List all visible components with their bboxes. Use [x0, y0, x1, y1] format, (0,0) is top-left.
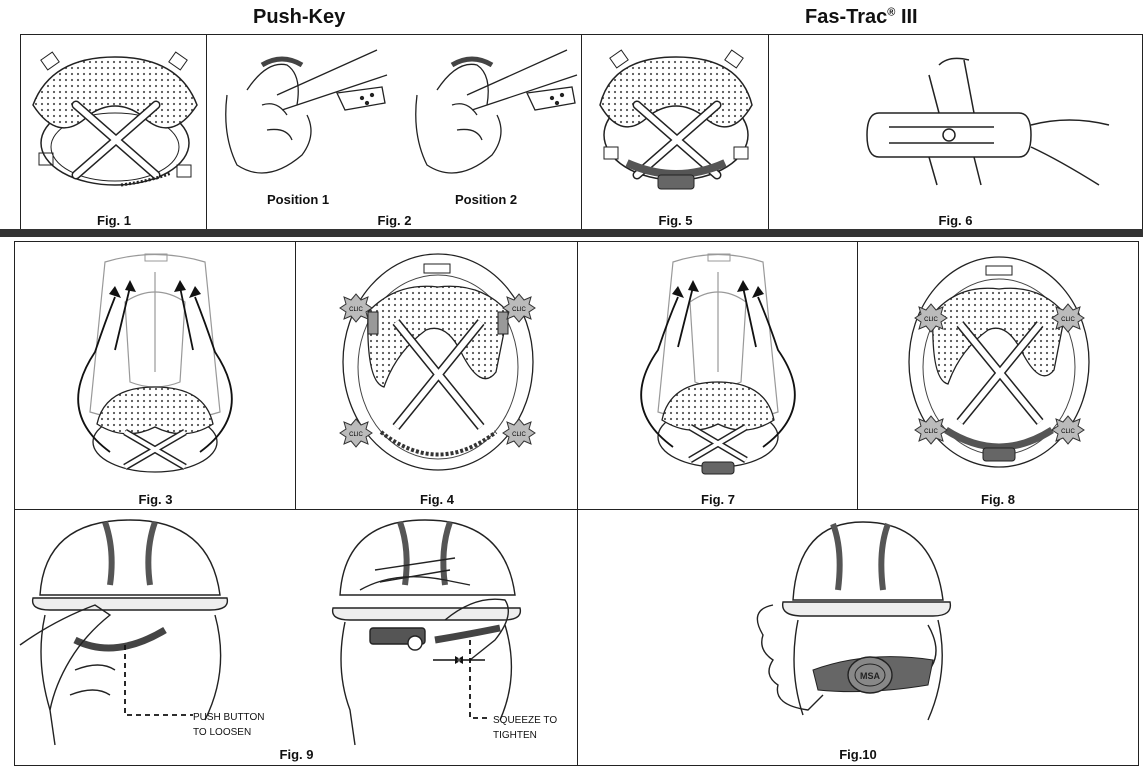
fas-trac-suspension-illustration — [582, 35, 771, 210]
suspension-clicked-in-illustration: CLIC CLIC CLIC CLIC — [296, 242, 580, 487]
svg-text:CLIC: CLIC — [512, 307, 526, 313]
fig2-caption: Fig. 2 — [377, 213, 412, 228]
fig5-caption: Fig. 5 — [658, 213, 693, 228]
clic-badge-bottom-right: CLIC — [1052, 416, 1084, 444]
section-divider — [0, 229, 1143, 237]
fig10-caption: Fig.10 — [839, 747, 877, 762]
svg-text:CLIC: CLIC — [924, 429, 938, 435]
svg-text:CLIC: CLIC — [349, 307, 363, 313]
fig4-caption: Fig. 4 — [420, 492, 454, 507]
clic-badge-top-right: CLIC — [503, 294, 535, 322]
clic-badge-bottom-left: CLIC — [340, 419, 372, 447]
fig2-panel: Position 1 Position 2 Fig. 2 — [206, 34, 583, 232]
fig9-caption: Fig. 9 — [279, 747, 314, 762]
push-key-heading: Push-Key — [253, 6, 346, 28]
fig8-panel: CLIC CLIC CLIC CLIC Fig. 8 — [857, 241, 1139, 511]
clic-badge-top-right: CLIC — [1052, 304, 1084, 332]
fig6-panel: Fig. 6 — [768, 34, 1143, 232]
svg-text:CLIC: CLIC — [1061, 317, 1075, 323]
fig8-caption: Fig. 8 — [981, 492, 1015, 507]
svg-text:CLIC: CLIC — [349, 432, 363, 438]
clic-badge-top-left: CLIC — [340, 294, 372, 322]
position-1-label: Position 1 — [267, 192, 330, 207]
suspension-top-view-illustration — [21, 35, 209, 210]
fig1-panel: Fig. 1 — [20, 34, 208, 232]
adjust-fas-trac-illustration: MSA — [578, 510, 1140, 745]
clic-badge-bottom-right: CLIC — [503, 419, 535, 447]
fas-trac-clicked-in-illustration: CLIC CLIC CLIC CLIC — [858, 242, 1140, 487]
svg-text:CLIC: CLIC — [512, 432, 526, 438]
fig4-panel: CLIC CLIC CLIC CLIC Fig. 4 — [295, 241, 579, 511]
fas-trac-heading: Fas-Trac® III — [805, 6, 918, 28]
adjust-push-key-illustration — [15, 510, 580, 745]
clic-badge-top-left: CLIC — [915, 304, 947, 332]
clip-detail-illustration — [769, 35, 1143, 210]
fig3-panel: Fig. 3 — [14, 241, 297, 511]
fig1-caption: Fig. 1 — [97, 213, 131, 228]
fig7-panel: Fig. 7 — [577, 241, 859, 511]
svg-text:CLIC: CLIC — [924, 317, 938, 323]
fig6-caption: Fig. 6 — [938, 213, 973, 228]
fig3-caption: Fig. 3 — [138, 492, 173, 507]
fig7-caption: Fig. 7 — [701, 492, 735, 507]
fig5-panel: Fig. 5 — [581, 34, 770, 232]
clic-badge-bottom-left: CLIC — [915, 416, 947, 444]
msa-logo: MSA — [860, 671, 881, 681]
svg-text:CLIC: CLIC — [1061, 429, 1075, 435]
insert-fas-trac-arrows-illustration — [578, 242, 860, 487]
hand-insert-key-illustration — [207, 35, 584, 195]
fig10-panel: MSA Fig.10 — [577, 509, 1139, 766]
position-2-label: Position 2 — [455, 192, 518, 207]
insert-suspension-arrows-illustration — [15, 242, 298, 487]
